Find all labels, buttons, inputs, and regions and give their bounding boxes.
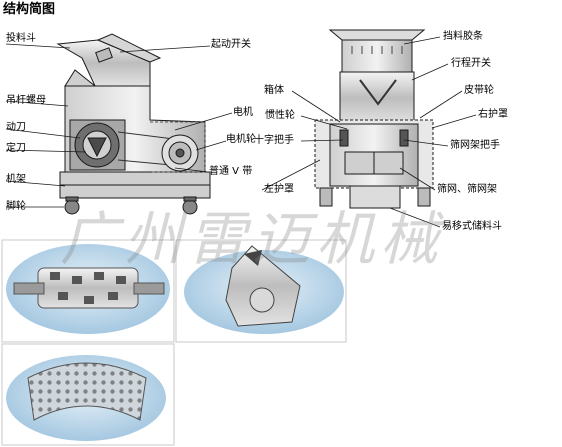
label-moving-knife: 动刀 (6, 122, 26, 133)
watermark: 广州雷迈机械 (60, 205, 445, 273)
front-view-machine (314, 29, 434, 209)
label-motor: 电机 (233, 107, 253, 118)
label-fixed-knife: 定刀 (6, 143, 26, 154)
page-title: 结构简图 (3, 2, 56, 17)
label-left-guard: 左护罩 (264, 184, 294, 195)
blade-photo (175, 239, 347, 343)
label-right-guard: 右护罩 (478, 109, 508, 120)
screen-photo (1, 343, 175, 446)
label-flywheel: 惯性轮 (265, 110, 295, 121)
label-motor-pulley: 电机轮 (226, 134, 256, 145)
label-start-switch: 起动开关 (211, 39, 251, 50)
label-caster: 脚轮 (6, 201, 26, 212)
label-frame: 机架 (6, 174, 26, 185)
label-bin: 易移式储料斗 (442, 221, 502, 232)
rotor-photo (1, 239, 175, 343)
label-screen-frame: 筛网、筛网架 (437, 184, 497, 195)
label-travel-switch: 行程开关 (451, 58, 491, 69)
label-screen-frame-handle: 筛网架把手 (450, 140, 500, 151)
side-view-machine (56, 33, 211, 215)
left-leader-lines (5, 43, 233, 208)
label-rubber-strip: 挡料胶条 (443, 31, 483, 42)
label-tie-rod-nut: 吊杆螺母 (6, 95, 46, 106)
label-v-belt: 普通 V 带 (209, 166, 253, 177)
label-belt-pulley: 皮带轮 (464, 85, 494, 96)
right-leader-lines (261, 36, 477, 228)
label-housing: 箱体 (264, 85, 284, 96)
label-hopper: 投料斗 (6, 33, 36, 44)
label-cross-handle: 十字把手 (254, 135, 294, 146)
